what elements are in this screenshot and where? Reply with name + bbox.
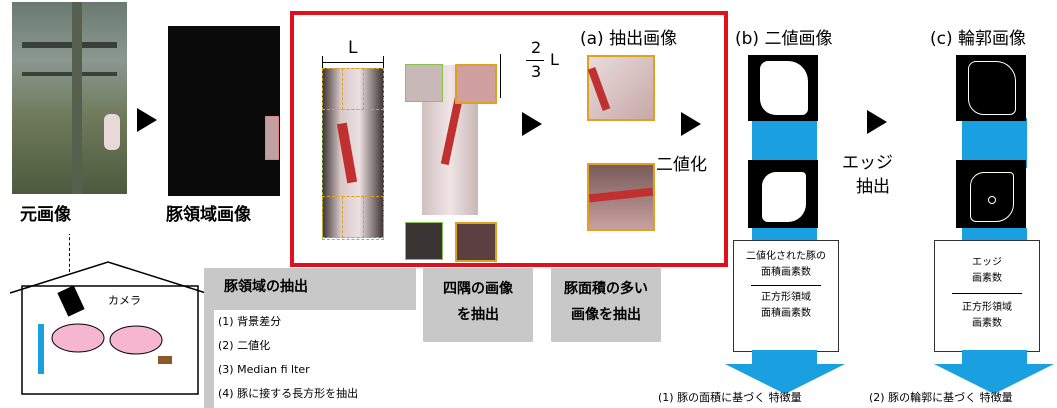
formula-edge-box: エッジ 画素数 正方形領域 画素数	[934, 240, 1040, 352]
fraction-l: L	[550, 50, 559, 69]
area-step-line2: 画像を抽出	[571, 307, 641, 323]
dimension-l-tick-left	[322, 56, 323, 68]
fraction-numerator: 2	[531, 38, 542, 57]
binary-feature-arrow-icon	[725, 364, 845, 394]
feature-area-label: (1) 豚の面積に基づく 特徴量	[658, 391, 802, 404]
fraction-denominator: 3	[531, 62, 542, 81]
edge-label-line1: エッジ	[842, 153, 893, 173]
original-image	[12, 2, 127, 194]
formula-binary-bar	[751, 285, 821, 286]
pig-region-step-3: (3) Median fi lter	[218, 363, 310, 376]
barn-scene	[9, 261, 207, 395]
binary-flow-bar-lower	[752, 228, 817, 242]
formula-edge-numerator-2: 画素数	[972, 273, 1002, 284]
dimension-l-label: L	[348, 38, 358, 58]
dimension-l-tick-right	[383, 56, 384, 68]
extracted-image-top	[587, 55, 655, 121]
formula-edge-denominator-2: 画素数	[972, 318, 1002, 329]
formula-binary-numerator-1: 二値化された豚の	[746, 251, 826, 262]
edge-feature-shaft	[962, 350, 1027, 364]
binary-flow-bar	[752, 118, 817, 168]
binarize-label: 二値化	[656, 155, 707, 175]
formula-binary-denominator-1: 正方形領域	[761, 292, 811, 303]
contour-image-bottom	[956, 160, 1026, 228]
pig-region-step-box: 豚領域の抽出 (1) 背景差分 (2) 二値化 (3) Median fi lt…	[204, 268, 418, 408]
header-a: (a) 抽出画像	[580, 29, 678, 49]
area-step-box: 豚面積の多い 画像を抽出	[551, 268, 661, 342]
pig-region-step-title: 豚領域の抽出	[224, 279, 308, 295]
pig-strip-left	[322, 68, 384, 240]
binary-image-top	[748, 55, 818, 121]
arrow-right-icon	[522, 112, 542, 136]
corner-crop-bottom-left	[405, 222, 443, 260]
up-arrow-head-icon	[63, 226, 75, 234]
formula-edge-numerator-1: エッジ	[972, 257, 1002, 268]
formula-binary-denominator-2: 面積画素数	[761, 308, 811, 319]
binary-image-bottom	[748, 160, 818, 228]
binary-feature-shaft	[752, 350, 817, 364]
extracted-image-bottom	[587, 163, 655, 231]
header-b: (b) 二値画像	[735, 29, 833, 49]
fraction-dimension-line	[500, 54, 501, 98]
pig-region-image-label: 豚領域画像	[166, 205, 251, 225]
pig-region-steps-panel: (1) 背景差分 (2) 二値化 (3) Median fi lter (4) …	[214, 310, 418, 408]
arrow-right-icon	[137, 108, 157, 132]
pig-region-image	[168, 26, 280, 196]
pig-region-step-1: (1) 背景差分	[218, 315, 282, 328]
corners-step-line1: 四隅の画像	[443, 281, 513, 297]
corner-crop-top-left	[405, 64, 443, 102]
contour-flow-bar-lower	[962, 228, 1027, 242]
arrow-right-icon	[867, 110, 887, 134]
formula-binary-numerator-2: 面積画素数	[761, 267, 811, 278]
edge-label-line2: 抽出	[856, 177, 890, 197]
pig-region-step-4: (4) 豚に接する長方形を抽出	[218, 387, 359, 400]
dimension-l-line	[322, 62, 384, 63]
contour-flow-bar	[962, 118, 1027, 168]
area-step-line1: 豚面積の多い	[564, 281, 648, 297]
contour-image-top	[956, 55, 1026, 121]
header-c: (c) 輪郭画像	[930, 29, 1027, 49]
corner-crop-top-right	[455, 64, 497, 104]
corners-step-line2: を抽出	[457, 307, 499, 323]
corner-crop-bottom-right	[455, 222, 497, 262]
camera-label: カメラ	[108, 294, 141, 307]
arrow-right-icon	[681, 112, 701, 136]
feature-contour-label: (2) 豚の輪郭に基づく 特徴量	[869, 391, 1013, 404]
formula-edge-bar	[952, 293, 1022, 294]
original-image-label: 元画像	[20, 205, 71, 225]
formula-binary-box: 二値化された豚の 面積画素数 正方形領域 面積画素数	[733, 240, 839, 352]
up-arrow-dotted	[69, 232, 70, 272]
edge-feature-arrow-icon	[934, 364, 1054, 394]
formula-edge-denominator-1: 正方形領域	[962, 302, 1012, 313]
corners-step-box: 四隅の画像 を抽出	[423, 268, 533, 342]
extraction-highlight-frame	[290, 11, 728, 267]
fraction-bar	[526, 60, 544, 61]
pig-region-step-2: (2) 二値化	[218, 339, 271, 352]
